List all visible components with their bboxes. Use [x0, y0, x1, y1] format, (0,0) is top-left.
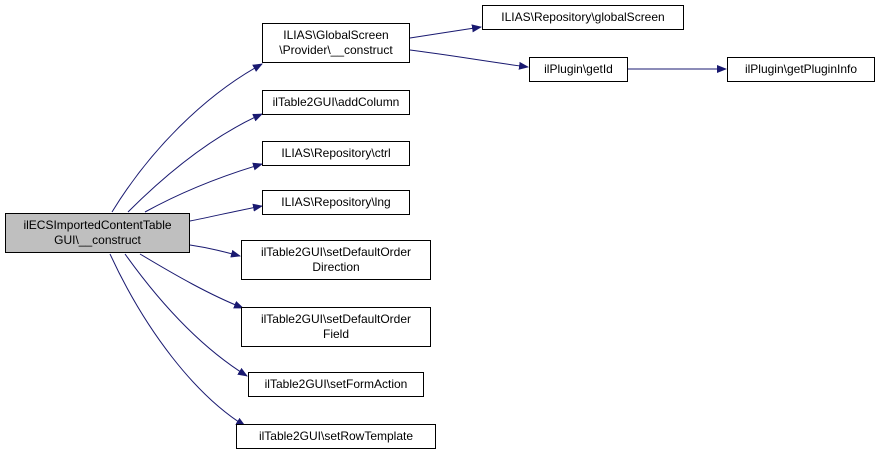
node-label-line1: ILIAS\GlobalScreen: [283, 28, 389, 42]
node-ilplugin-getid[interactable]: ilPlugin\getId: [529, 57, 628, 82]
node-label: ilTable2GUI\setFormAction: [264, 377, 408, 391]
edge-root-to-set-row-template: [109, 253, 246, 427]
node-label: ILIAS\Repository\ctrl: [281, 146, 391, 160]
node-label-line2: \Provider\__construct: [279, 43, 393, 57]
node-ilplugin-getplugininfo[interactable]: ilPlugin\getPluginInfo: [727, 57, 875, 82]
edge-root-to-add-column: [127, 113, 263, 213]
node-repository-lng[interactable]: ILIAS\Repository\lng: [262, 190, 410, 215]
node-iltable2gui-setrowtemplate[interactable]: ilTable2GUI\setRowTemplate: [236, 424, 436, 449]
edge-gs-provider-to-plugin-getid: [409, 49, 529, 70]
node-iltable2gui-setdefaultorder-field[interactable]: ilTable2GUI\setDefaultOrder Field: [241, 307, 431, 347]
node-label-line2: Field: [322, 327, 349, 341]
node-globalscreen-provider-construct[interactable]: ILIAS\GlobalScreen \Provider\__construct: [262, 23, 410, 63]
node-label: ILIAS\Repository\lng: [281, 195, 391, 209]
edge-root-to-set-order-dir: [189, 244, 241, 258]
edge-root-to-set-order-field: [139, 253, 244, 309]
edge-root-to-gs-provider: [111, 63, 263, 213]
node-repository-ctrl[interactable]: ILIAS\Repository\ctrl: [262, 141, 410, 166]
node-repository-globalscreen[interactable]: ILIAS\Repository\globalScreen: [482, 5, 684, 30]
node-label: ilPlugin\getId: [544, 62, 613, 76]
node-iltable2gui-addcolumn[interactable]: ilTable2GUI\addColumn: [262, 90, 410, 115]
node-label-line1: ilTable2GUI\setDefaultOrder: [260, 245, 412, 259]
node-root-ilecsimportedcontenttablegui-construct: ilECSImportedContentTable GUI\__construc…: [5, 213, 190, 253]
node-label-line1: ilTable2GUI\setDefaultOrder: [260, 312, 412, 326]
node-iltable2gui-setdefaultorder-direction[interactable]: ilTable2GUI\setDefaultOrder Direction: [241, 240, 431, 280]
node-label-line2: Direction: [312, 260, 360, 274]
edge-root-to-repo-lng: [189, 203, 263, 222]
node-label-line1: ilECSImportedContentTable: [23, 218, 172, 232]
node-label: ilTable2GUI\addColumn: [272, 95, 400, 109]
node-label: ilTable2GUI\setRowTemplate: [258, 429, 414, 443]
node-label-line2: GUI\__construct: [54, 233, 141, 247]
edge-root-to-set-form-action: [124, 253, 248, 377]
edge-root-to-repo-ctrl: [144, 162, 263, 213]
node-label: ILIAS\Repository\globalScreen: [501, 10, 665, 24]
node-iltable2gui-setformaction[interactable]: ilTable2GUI\setFormAction: [248, 372, 424, 397]
edge-gs-provider-to-repo-globalscreen: [409, 24, 482, 39]
node-label: ilPlugin\getPluginInfo: [744, 62, 858, 76]
